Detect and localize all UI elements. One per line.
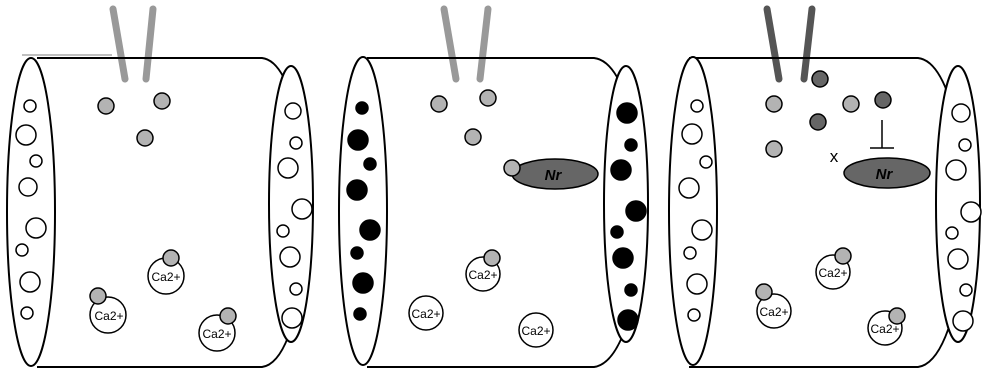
panel-control: Ca2+ Ca2+ Ca2+ [7, 9, 313, 367]
ca-label: Ca2+ [468, 268, 497, 282]
ca-label: Ca2+ [411, 307, 440, 321]
calcium-channel: Ca2+ [816, 248, 851, 289]
calcium-channel: Ca2+ [199, 308, 236, 351]
ligands [431, 90, 496, 145]
pipette [767, 9, 812, 79]
ca-label: Ca2+ [94, 309, 123, 323]
ca-label: Ca2+ [521, 324, 550, 338]
pipette [444, 9, 488, 79]
calcium-channel: Ca2+ [868, 308, 905, 345]
cell-body [689, 58, 970, 367]
inhibition-symbol [870, 120, 894, 148]
ca-label: Ca2+ [202, 327, 231, 341]
panel-bound: Nr Ca2+ Ca2+ Ca2+ [339, 9, 648, 367]
ca-label: Ca2+ [818, 266, 847, 280]
calcium-channel: Ca2+ [148, 250, 184, 294]
ligands [98, 93, 170, 146]
ca-label: Ca2+ [759, 305, 788, 319]
block-mark: x [830, 147, 839, 166]
calcium-channel: Ca2+ [756, 284, 791, 328]
receptor-blocked: Nr [844, 158, 930, 188]
ca-label: Ca2+ [870, 322, 899, 336]
nr-label: Nr [876, 166, 894, 183]
receptor-bound: Nr [504, 159, 598, 189]
ca-label: Ca2+ [151, 270, 180, 284]
calcium-channel: Ca2+ [90, 288, 126, 333]
calcium-channel: Ca2+ [519, 313, 553, 347]
panel-blocked: x Nr Ca2+ Ca2+ Ca2+ [669, 9, 981, 367]
calcium-channel: Ca2+ [409, 296, 443, 330]
pipette [113, 9, 153, 79]
nr-label: Nr [545, 167, 563, 184]
calcium-channel: Ca2+ [466, 250, 500, 291]
